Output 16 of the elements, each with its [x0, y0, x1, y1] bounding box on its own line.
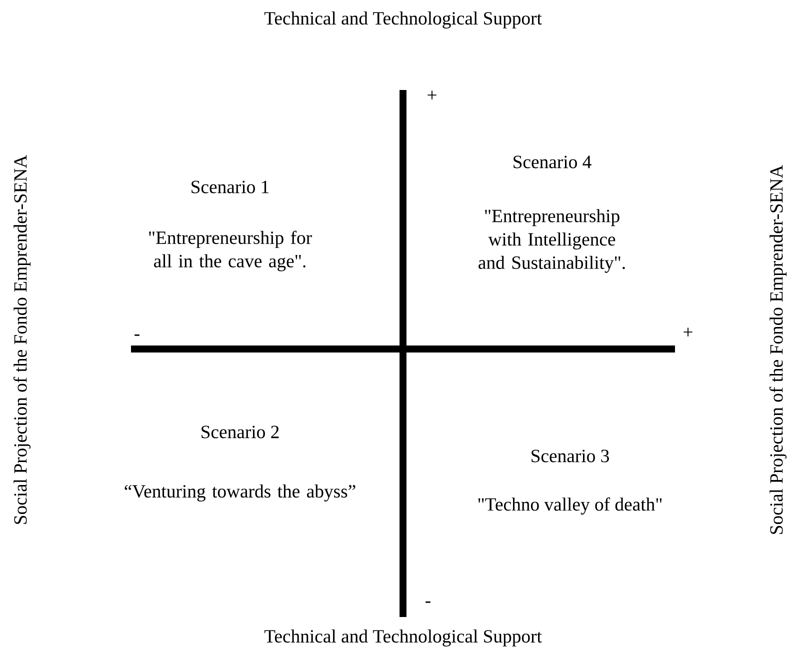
scenario-description: "Entrepreneurship with Intelligence and Sustainability".	[478, 209, 625, 273]
axis-title: Social Projection of the Fondo Emprender-SENA	[769, 164, 787, 534]
scenario-title: Scenario 1	[192, 180, 269, 194]
scenario-title: Scenario 4	[514, 156, 592, 168]
axis-title: Technical and Technological Support	[264, 630, 542, 646]
scenario-description: "Entrepreneurship for all in the cave age".	[149, 230, 312, 272]
axis-sign: +	[684, 328, 692, 336]
axis-sign: -	[134, 334, 140, 336]
axis-sign: -	[426, 601, 430, 603]
axis-title: Technical and Technological Support	[264, 12, 542, 28]
axis-sign: +	[428, 90, 436, 100]
scenario-title: Scenario 3	[532, 450, 609, 462]
axis-title: Social Projection of the Fondo Emprender-SENA	[13, 154, 31, 524]
scenario-description: “Venturing towards the abyss”	[124, 484, 356, 502]
scenario-title: Scenario 2	[202, 426, 279, 438]
scenario-description: "Techno valley of death"	[478, 497, 662, 515]
